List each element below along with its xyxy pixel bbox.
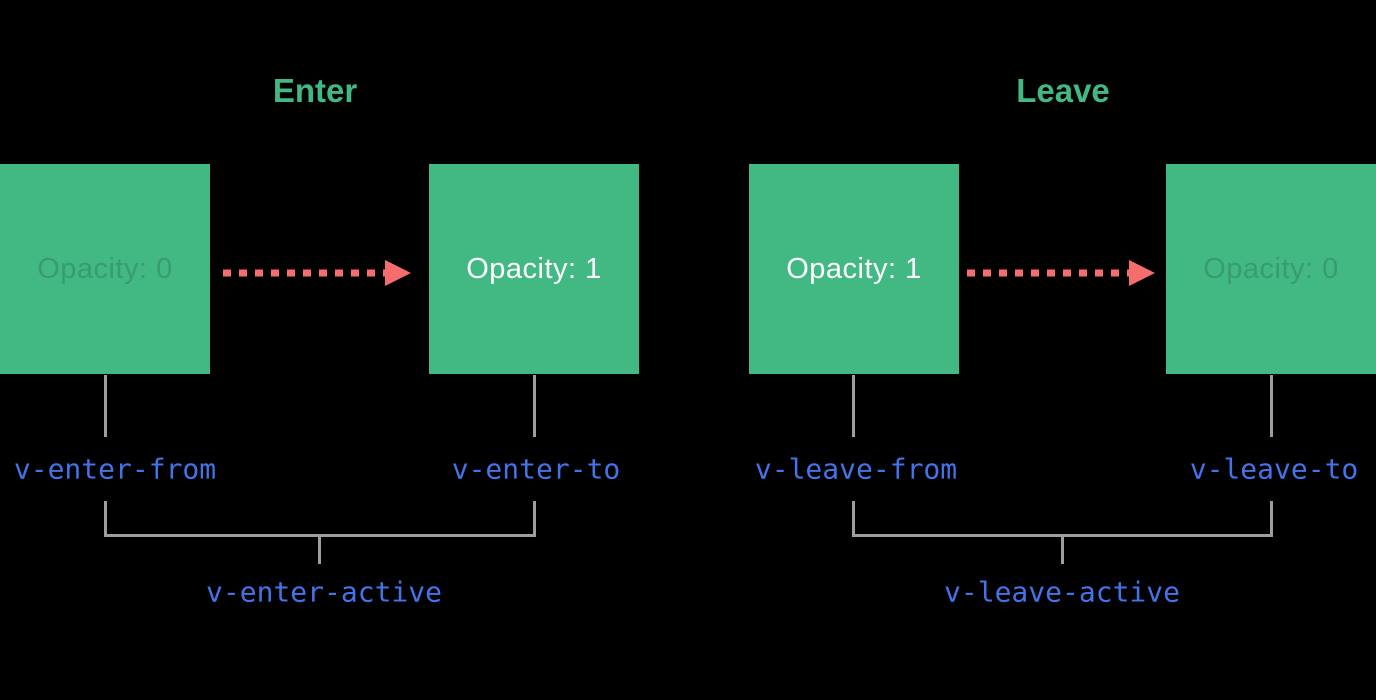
leave-title: Leave <box>1016 72 1110 109</box>
enter-to-connector-line <box>533 375 536 437</box>
enter-from-class-label: v-enter-from <box>13 452 217 486</box>
leave-from-connector-line <box>852 375 855 437</box>
enter-to-box-label: Opacity: 1 <box>466 252 602 285</box>
enter-bracket-left-stub <box>104 501 107 537</box>
leave-to-connector-line <box>1270 375 1273 437</box>
enter-bracket-bar <box>104 534 536 537</box>
leave-active-class-label: v-leave-active <box>943 575 1181 609</box>
enter-from-box: Opacity: 0 <box>0 164 210 374</box>
leave-bracket-bar <box>852 534 1273 537</box>
leave-bracket-left-stub <box>852 501 855 537</box>
enter-from-connector-line <box>104 375 107 437</box>
leave-bracket-right-stub <box>1270 501 1273 537</box>
enter-active-class-label: v-enter-active <box>205 575 443 609</box>
leave-bracket-center-stub <box>1061 537 1064 564</box>
enter-title: Enter <box>272 72 358 109</box>
enter-bracket-right-stub <box>533 501 536 537</box>
leave-dashed-arrow-icon <box>967 260 1155 286</box>
leave-to-class-label: v-leave-to <box>1189 452 1359 486</box>
leave-from-box-label: Opacity: 1 <box>786 252 922 285</box>
enter-to-class-label: v-enter-to <box>451 452 621 486</box>
leave-to-box: Opacity: 0 <box>1166 164 1376 374</box>
enter-dashed-arrow-icon <box>223 260 411 286</box>
leave-to-box-label: Opacity: 0 <box>1203 252 1339 285</box>
enter-from-box-label: Opacity: 0 <box>37 252 173 285</box>
leave-from-box: Opacity: 1 <box>749 164 959 374</box>
enter-bracket-center-stub <box>318 537 321 564</box>
enter-to-box: Opacity: 1 <box>429 164 639 374</box>
leave-from-class-label: v-leave-from <box>754 452 958 486</box>
